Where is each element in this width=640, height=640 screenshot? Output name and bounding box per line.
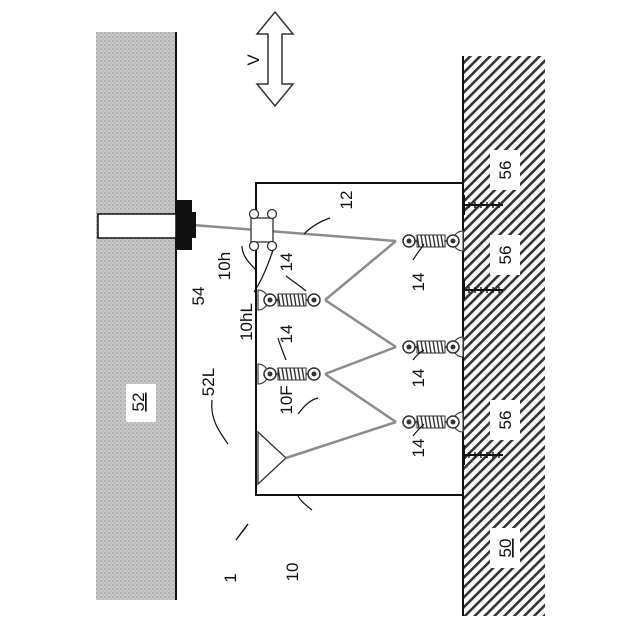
label-14-right-1: 14 (409, 273, 428, 292)
label-52L: 52L (199, 368, 218, 396)
label-54: 54 (189, 287, 208, 306)
label-10h: 10h (215, 252, 234, 280)
label-10F: 10F (277, 385, 296, 414)
label-14-left-lower: 14 (277, 325, 296, 344)
label-56-mid: 56 (496, 246, 515, 265)
label-12: 12 (337, 191, 356, 210)
bracket-54 (176, 200, 196, 250)
label-52-front: 52 (129, 393, 148, 412)
label-v: V (244, 54, 263, 66)
wall-slot (98, 214, 176, 238)
label-14-right-2: 14 (409, 369, 428, 388)
label-14-right-3: 14 (409, 439, 428, 458)
label-56-top: 56 (496, 161, 515, 180)
label-10: 10 (283, 563, 302, 582)
wall-52 (96, 32, 176, 600)
label-56-bottom: 56 (496, 411, 515, 430)
label-50: 50 (496, 539, 515, 558)
label-1: 1 (221, 573, 240, 582)
label-10hL: 10hL (237, 303, 256, 341)
label-14-left-upper: 14 (277, 253, 296, 272)
